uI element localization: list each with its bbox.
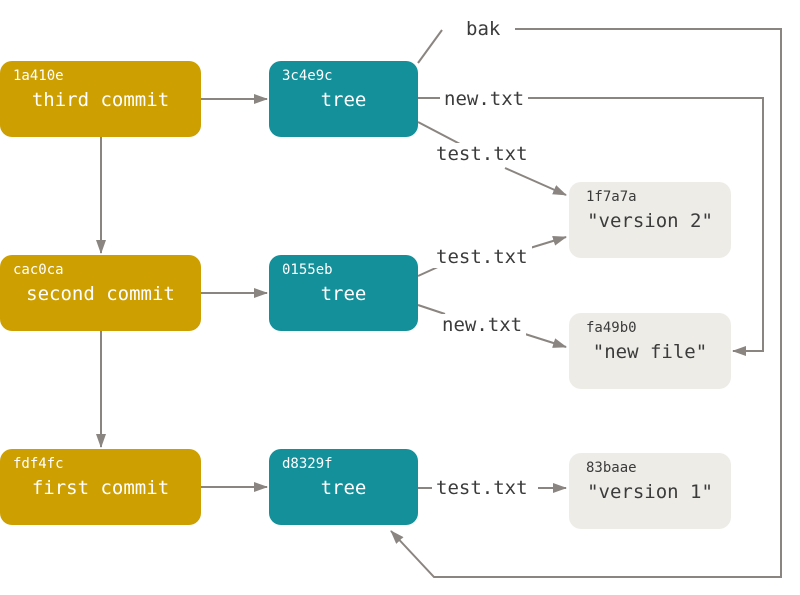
- tree-label: tree: [320, 89, 367, 111]
- tree-node-1: 3c4e9c tree: [269, 61, 418, 137]
- blob-label: "version 2": [587, 210, 713, 232]
- arrow-tree2-testtxt: [529, 236, 567, 249]
- blob-sha: 1f7a7a: [586, 189, 637, 205]
- line-tree2-newtxt: [417, 304, 446, 315]
- tree-sha: d8329f: [282, 456, 333, 472]
- edge-label-tree2-newtxt: new.txt: [438, 314, 527, 336]
- arrow-tree1-testtxt: [504, 167, 567, 196]
- tree-sha: 3c4e9c: [282, 68, 333, 84]
- blob-node-version2: 1f7a7a "version 2": [569, 182, 731, 258]
- tree-node-3: d8329f tree: [269, 449, 418, 525]
- blob-node-version1: 83baae "version 1": [569, 453, 731, 529]
- commit-label: third commit: [31, 89, 170, 111]
- edge-label-tree1-testtxt: test.txt: [432, 143, 532, 165]
- blob-label: "new file": [592, 341, 708, 363]
- commit-label: first commit: [31, 477, 170, 499]
- blob-label: "version 1": [587, 481, 713, 503]
- commit-node-first: fdf4fc first commit: [0, 449, 201, 525]
- commit-label: second commit: [26, 283, 175, 305]
- line-tree1-testtxt: [417, 121, 461, 145]
- edge-label-bak: bak: [462, 18, 505, 40]
- arrow-tree1-newtxt: [525, 97, 764, 356]
- tree-sha: 0155eb: [282, 262, 333, 278]
- tree-label: tree: [320, 283, 367, 305]
- commit-node-second: cac0ca second commit: [0, 255, 201, 331]
- blob-node-newfile: fa49b0 "new file": [569, 313, 731, 389]
- blob-sha: fa49b0: [586, 320, 637, 336]
- tree-label: tree: [320, 477, 367, 499]
- line-bak-to-tree3: [390, 28, 782, 578]
- commit-sha: 1a410e: [13, 68, 64, 84]
- commit-node-third: 1a410e third commit: [0, 61, 201, 137]
- line-tree1-bak: [417, 29, 443, 64]
- edge-label-tree1-newtxt: new.txt: [440, 88, 529, 110]
- edge-label-tree3-testtxt: test.txt: [432, 477, 532, 499]
- edge-label-tree2-testtxt: test.txt: [432, 246, 532, 268]
- arrow-tree2-newtxt: [524, 333, 567, 348]
- commit-sha: fdf4fc: [13, 456, 64, 472]
- blob-sha: 83baae: [586, 460, 637, 476]
- tree-node-2: 0155eb tree: [269, 255, 418, 331]
- commit-sha: cac0ca: [13, 262, 64, 278]
